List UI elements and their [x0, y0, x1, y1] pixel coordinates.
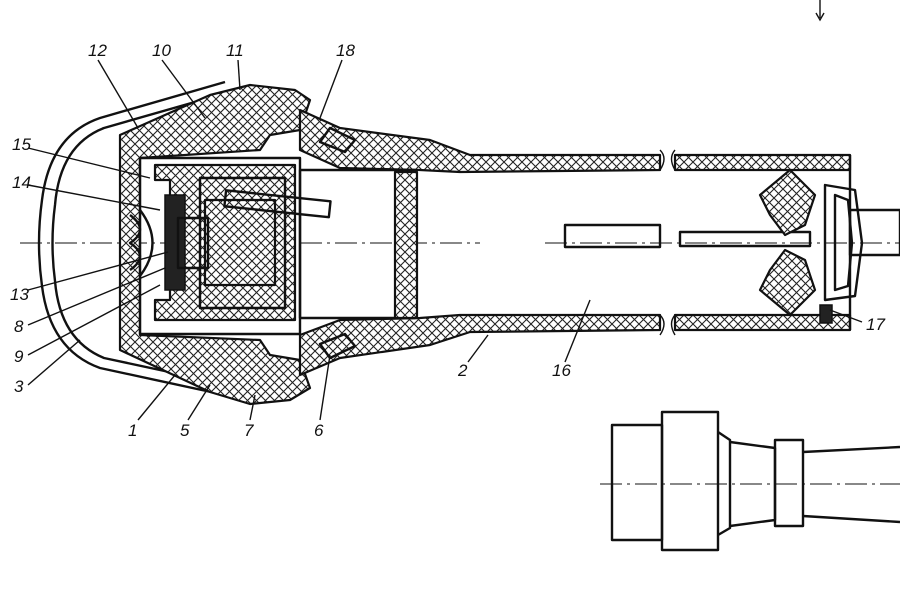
neck-tube	[298, 108, 662, 377]
label-16: 16	[552, 361, 571, 380]
direction-arrow	[815, 0, 825, 22]
label-5: 5	[180, 421, 190, 440]
rod	[563, 208, 900, 257]
leader-lines	[27, 59, 863, 421]
label-14: 14	[12, 173, 31, 192]
label-10: 10	[152, 41, 171, 60]
label-2: 2	[458, 361, 468, 380]
label-15: 15	[12, 135, 31, 154]
label-9: 9	[14, 347, 24, 366]
break-line	[659, 149, 676, 336]
label-7: 7	[244, 421, 254, 440]
label-11: 11	[226, 41, 244, 60]
connector	[758, 168, 864, 324]
capsule	[128, 194, 210, 291]
handle-tube	[545, 153, 900, 332]
outer-cap	[37, 80, 231, 397]
label-8: 8	[14, 317, 24, 336]
label-6: 6	[314, 421, 324, 440]
label-1: 1	[128, 421, 138, 440]
label-12: 12	[88, 41, 107, 60]
label-17: 17	[866, 315, 885, 334]
label-18: 18	[336, 41, 355, 60]
label-13: 13	[10, 285, 29, 304]
label-3: 3	[14, 377, 24, 396]
inner-cup	[153, 163, 332, 322]
detail-view	[600, 410, 900, 552]
